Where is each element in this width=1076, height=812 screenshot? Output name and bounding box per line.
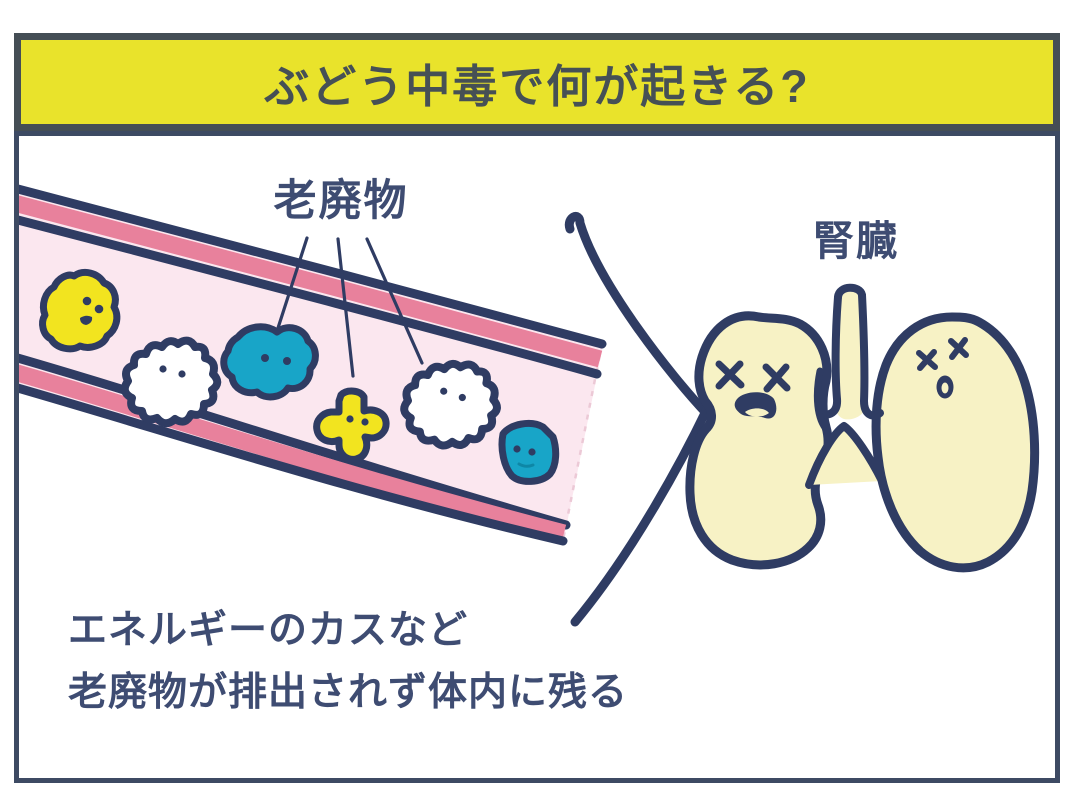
waste-blob-white-right [402, 360, 500, 449]
kidney-label: 腎臓 [813, 218, 899, 264]
illustration-frame [14, 131, 1060, 783]
vessel-wall-bottom-outer [14, 382, 568, 546]
flow-chevron [564, 212, 713, 627]
vessel-cut-edge [561, 343, 604, 541]
vessel-wall-top-inner [14, 214, 602, 379]
waste-blob-white-left [125, 341, 217, 424]
vessel-wall-bottom-pink [14, 363, 567, 542]
vessel-wall-top-pink [14, 194, 603, 368]
vessel-wall-top-outer [14, 183, 607, 349]
waste-blob-teal-amoeba [220, 323, 319, 401]
kidney-vessel-tube [805, 283, 886, 489]
waste-blobs [39, 269, 560, 485]
illustration-area: 老廃物 [14, 131, 1060, 783]
waste-blob-teal-shield [498, 420, 560, 485]
right-kidney [871, 312, 1040, 573]
waste-label: 老廃物 [274, 177, 409, 225]
caption-line-1: エネルギーのカスなど [68, 609, 469, 652]
pointer-lines [276, 236, 424, 378]
waste-blob-yellow-round [39, 269, 121, 353]
vessel-wall-bottom-inner [14, 352, 571, 530]
waste-blob-yellow-cross [313, 387, 390, 463]
caption: エネルギーのカスなど 老廃物が排出されず体内に残る [68, 600, 628, 724]
waste-label-group: 老廃物 [274, 177, 424, 378]
chevron-lower-line [570, 404, 712, 627]
illustration-svg: 老廃物 [14, 131, 1060, 783]
right-kidney-face [916, 337, 969, 399]
chevron-upper-line [564, 212, 713, 420]
page-title: ぶどう中毒で何が起きる? [264, 60, 810, 112]
left-kidney [685, 311, 833, 570]
caption-line-2: 老廃物が排出されず体内に残る [68, 671, 629, 714]
kidneys: 腎臓 [685, 218, 1040, 573]
title-banner: ぶどう中毒で何が起きる? [14, 33, 1060, 131]
left-kidney-face [715, 360, 791, 419]
